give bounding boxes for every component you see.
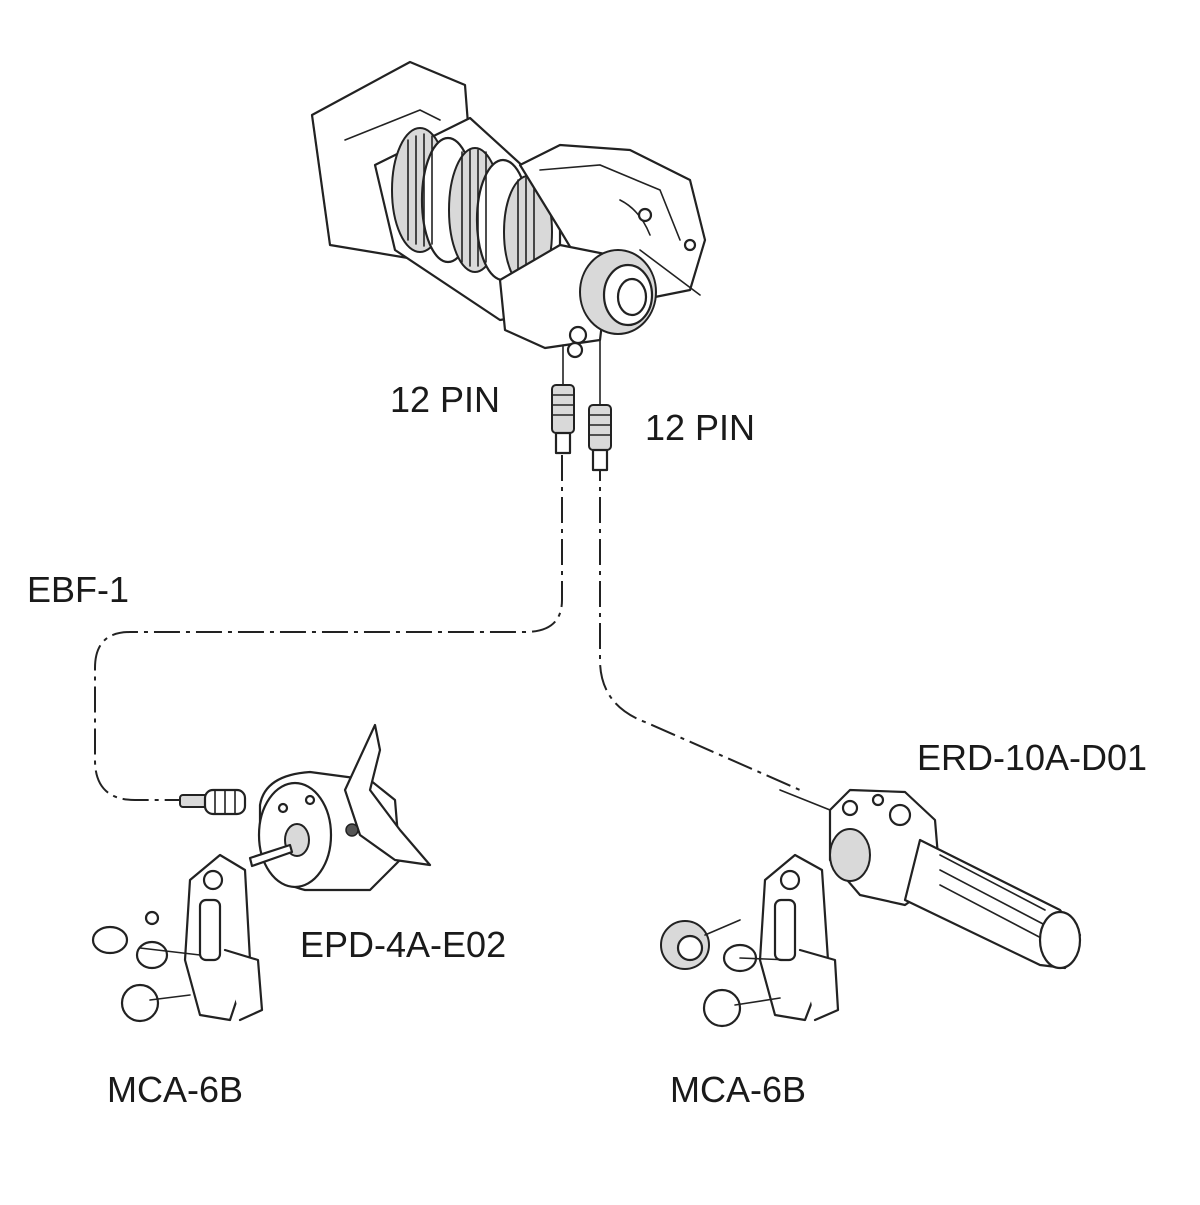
epd-focus-demand xyxy=(179,723,432,892)
connector-12pin-right xyxy=(588,339,612,472)
label-ebf-1: EBF-1 xyxy=(27,569,130,610)
label-mca-6b-left: MCA-6B xyxy=(107,1069,244,1110)
label-12pin-right: 12 PIN xyxy=(645,407,756,448)
label-12pin-left: 12 PIN xyxy=(390,379,501,420)
cable-erd-10a xyxy=(599,455,801,791)
zoom-lens-unit xyxy=(310,60,707,359)
mca-clamp-right xyxy=(660,853,840,1028)
label-mca-6b-right: MCA-6B xyxy=(670,1069,807,1110)
cable-ebf-1 xyxy=(94,455,563,801)
label-epd-4a-e02: EPD-4A-E02 xyxy=(300,924,507,965)
mca-left-knobs xyxy=(91,910,201,1023)
mca-right-knobs xyxy=(660,919,791,1028)
epd-paddle xyxy=(343,723,432,867)
lens-rings xyxy=(391,127,553,289)
connector-12pin-left xyxy=(551,344,575,455)
erd-zoom-demand xyxy=(779,788,1082,970)
mca-clamp-left xyxy=(91,853,264,1023)
label-erd-10a-d01: ERD-10A-D01 xyxy=(917,737,1148,778)
